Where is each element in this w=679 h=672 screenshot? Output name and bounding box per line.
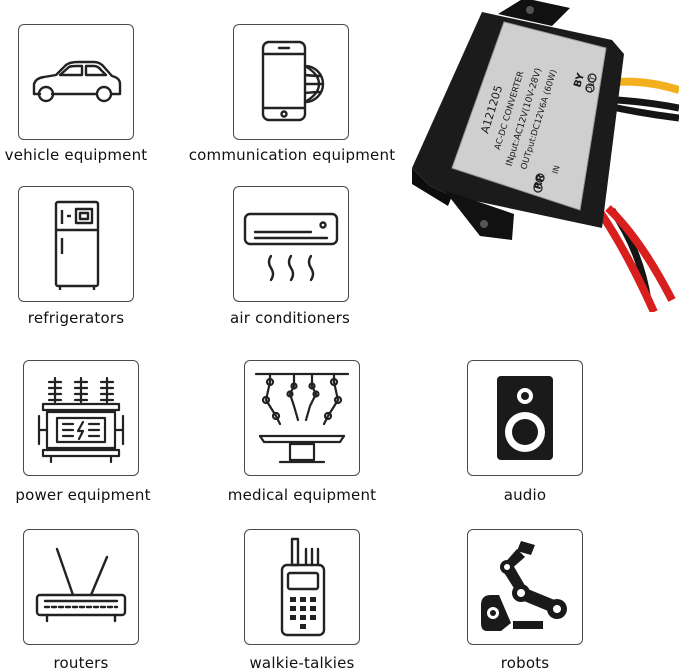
power-tile (23, 360, 139, 476)
robot-arm-icon (481, 541, 567, 631)
refrigerators-tile (18, 186, 134, 302)
robots-tile (467, 529, 583, 645)
walkie-label: walkie-talkies (249, 654, 355, 672)
surgical-robot-icon (254, 372, 350, 464)
vehicle-tile (18, 24, 134, 140)
car-icon (32, 60, 122, 103)
audio-label: audio (503, 486, 547, 504)
communication-label: communication equipment (188, 146, 396, 164)
vehicle-label: vehicle equipment (4, 146, 148, 164)
refrigerators-label: refrigerators (27, 309, 125, 327)
mount-tab-top (498, 0, 570, 26)
transformer-icon (37, 376, 125, 464)
mount-tab-bottom (444, 190, 514, 240)
speaker-icon (497, 376, 553, 460)
label-plate (451, 21, 607, 211)
polarity-symbols (533, 73, 597, 193)
by-text: BY (572, 71, 587, 89)
walkie-tile (244, 529, 360, 645)
walkie-talkie-icon (280, 537, 326, 637)
air-label: air conditioners (229, 309, 351, 327)
medical-tile (244, 360, 360, 476)
communication-tile (233, 24, 349, 140)
medical-label: medical equipment (227, 486, 377, 504)
red-wire-2 (605, 205, 676, 302)
router-icon (35, 547, 127, 623)
power-label: power equipment (15, 486, 151, 504)
routers-label: routers (53, 654, 109, 672)
black-wire-mid (616, 104, 679, 122)
air-conditioner-icon (243, 212, 339, 282)
red-wire-1 (596, 209, 658, 312)
black-wire-top (616, 96, 679, 112)
audio-tile (467, 360, 583, 476)
robots-label: robots (500, 654, 550, 672)
air-tile (233, 186, 349, 302)
converter-product-image: A121205 AC-DC CONVERTER INput:AC12V(10V-… (412, 0, 679, 312)
phone-globe-icon (261, 40, 325, 122)
yellow-wire (616, 77, 679, 94)
routers-tile (23, 529, 139, 645)
in-text: IN (551, 164, 562, 175)
fridge-icon (54, 200, 100, 290)
